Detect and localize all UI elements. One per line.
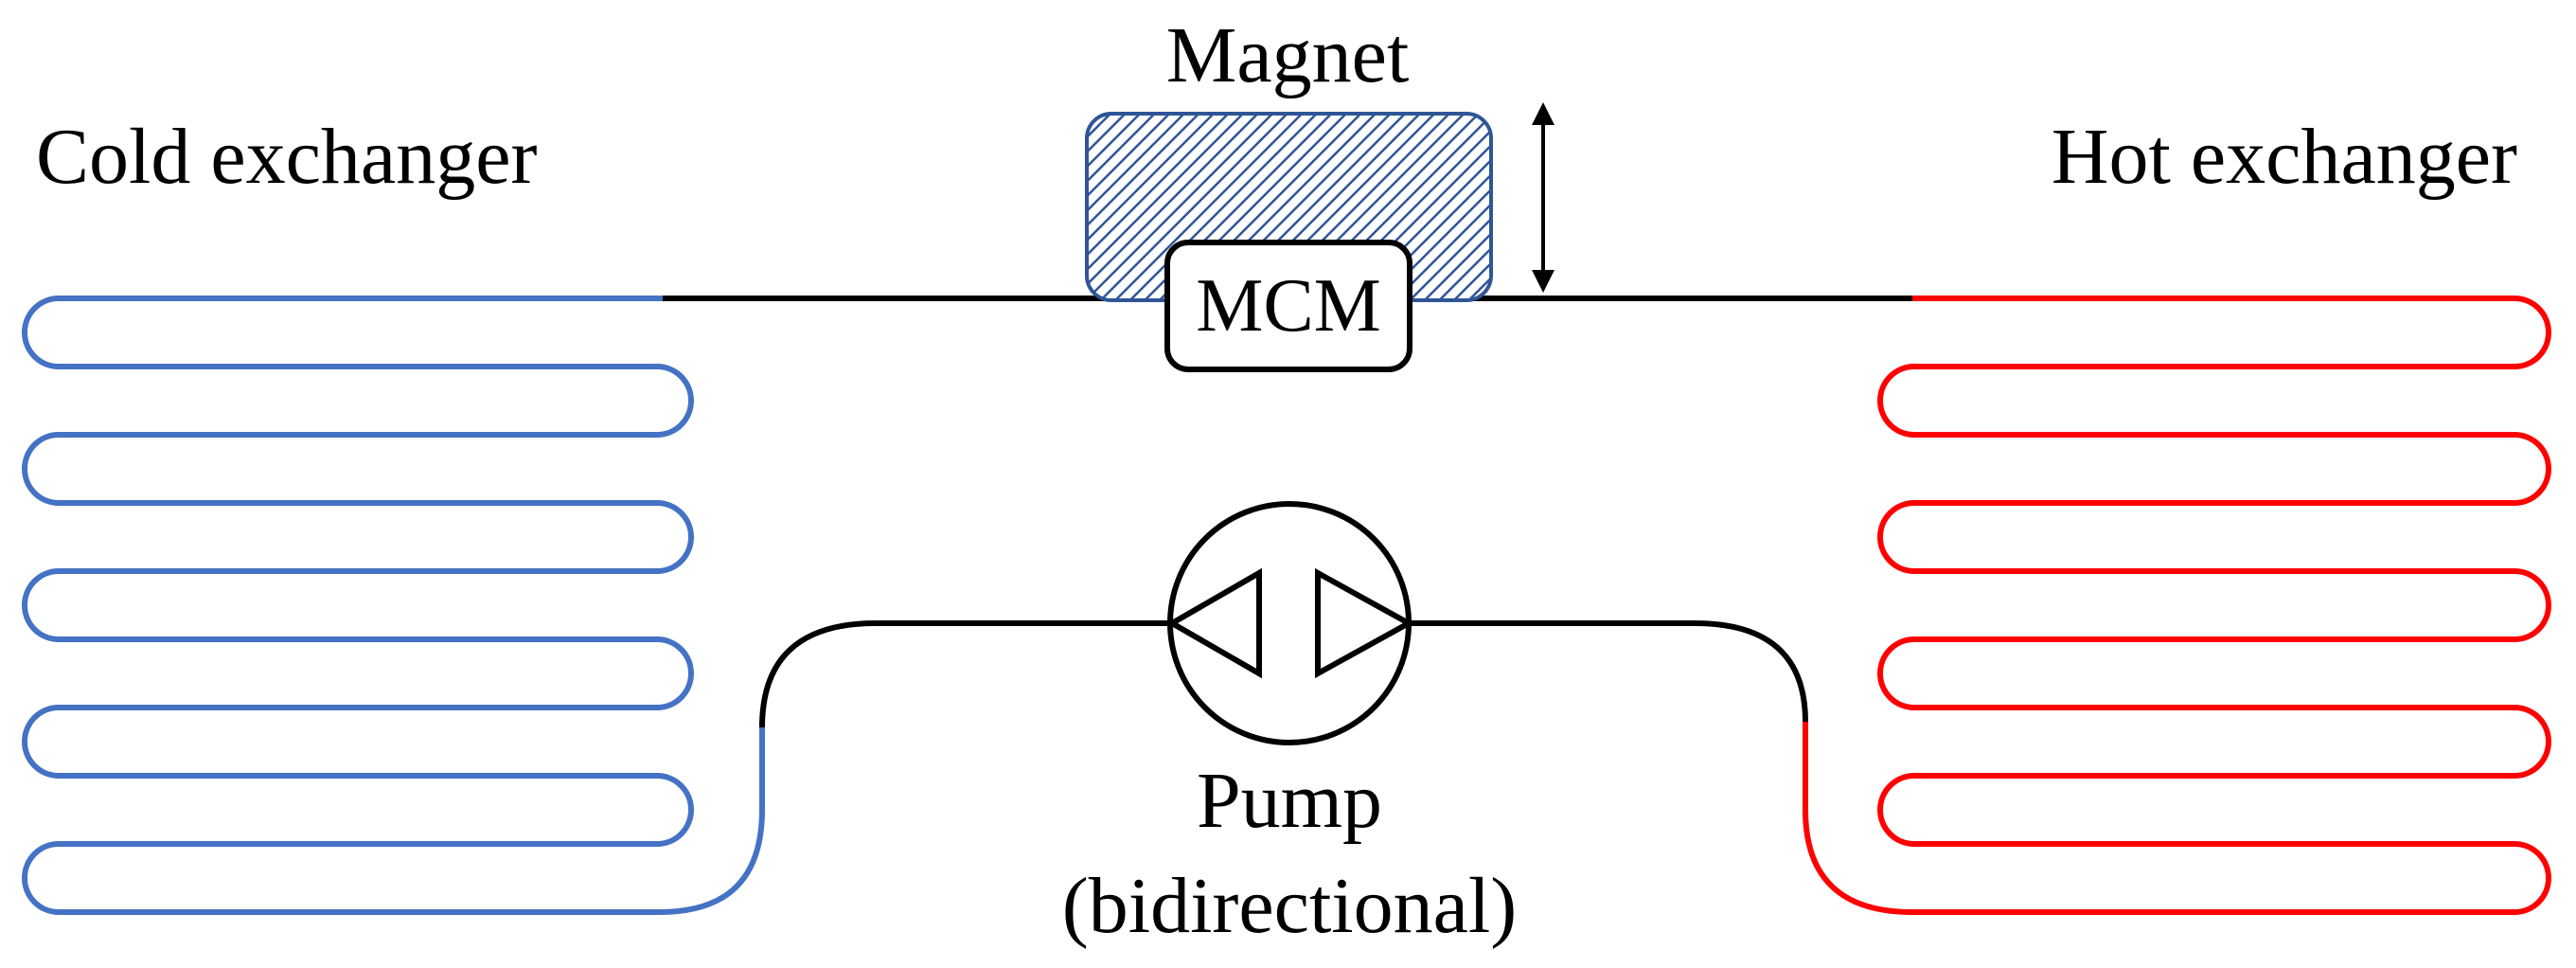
hot-exchanger-label: Hot exchanger	[2052, 113, 2517, 201]
bottom-pipe-left	[759, 620, 1171, 728]
cold-exchanger-label: Cold exchanger	[36, 113, 537, 201]
cold-exchanger-coil	[22, 296, 765, 915]
pump-right-triangle	[1315, 567, 1415, 679]
mcm-label: MCM	[1196, 264, 1381, 348]
pump-direction-label: (bidirectional)	[1062, 862, 1517, 950]
hot-exchanger-coil	[1803, 296, 2551, 915]
pump-label: Pump	[1197, 757, 1382, 845]
magnet-label: Magnet	[1166, 11, 1410, 99]
pump-left-triangle	[1165, 567, 1262, 679]
mcm-box	[1164, 240, 1412, 372]
bottom-pipe-right	[1408, 620, 1808, 723]
